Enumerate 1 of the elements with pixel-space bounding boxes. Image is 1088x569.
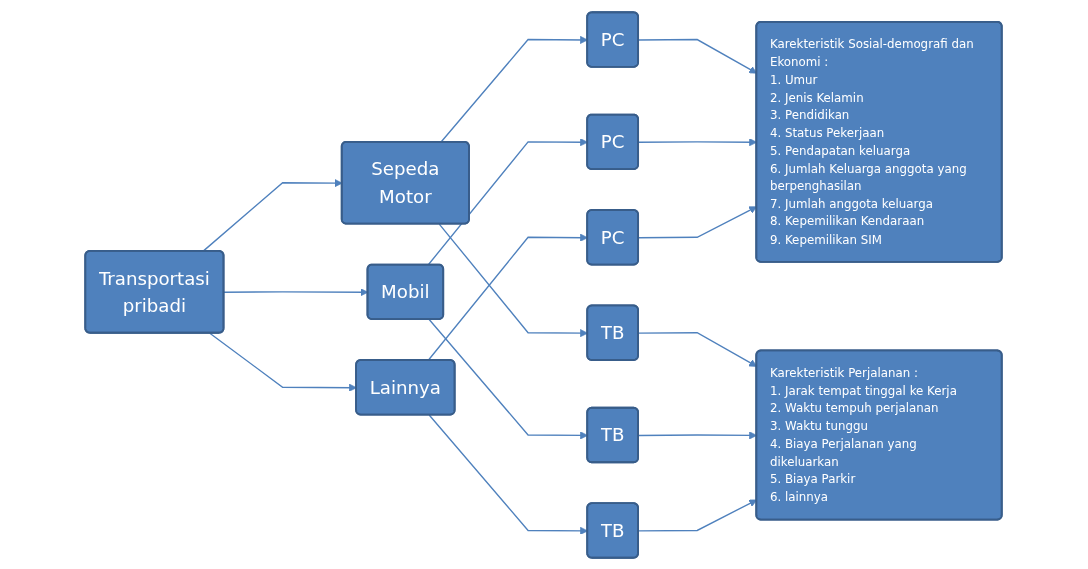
arrow xyxy=(202,178,343,252)
